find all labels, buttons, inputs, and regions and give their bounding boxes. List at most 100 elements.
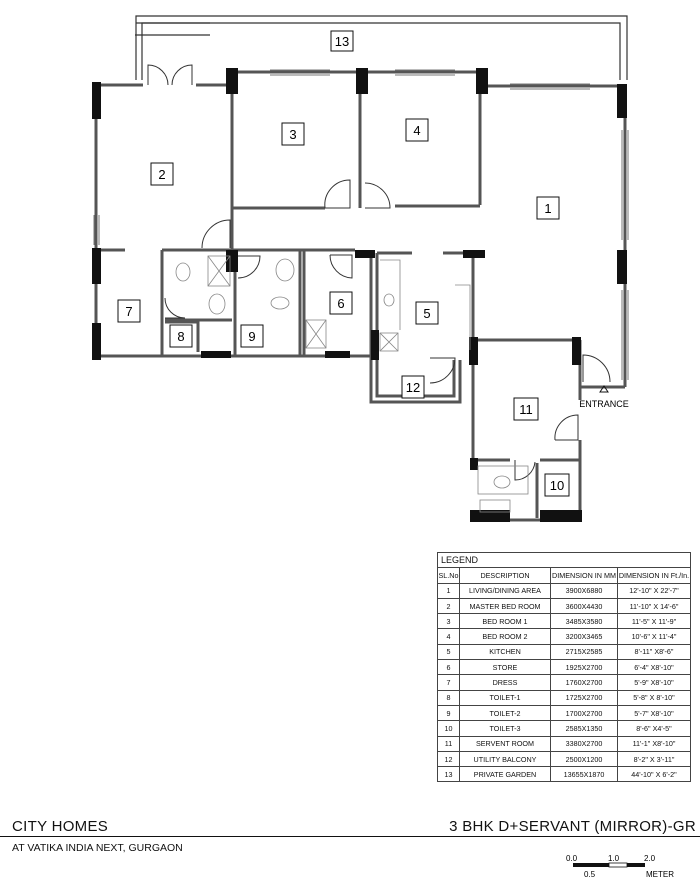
scale-bar: 0.0 1.0 2.0 0.5 METER bbox=[566, 854, 674, 879]
legend-description: BED ROOM 1 bbox=[459, 613, 551, 630]
room-label-6: 6 bbox=[329, 291, 353, 315]
doors bbox=[147, 64, 611, 481]
legend-dimension-ftin: 5'-9" X8'-10" bbox=[617, 674, 691, 691]
room-label-2: 2 bbox=[150, 162, 174, 186]
svg-text:7: 7 bbox=[125, 304, 132, 319]
legend-dimension-mm: 2715X2585 bbox=[550, 643, 618, 661]
scale-unit: METER bbox=[646, 870, 674, 879]
legend-slno: 8 bbox=[437, 689, 460, 706]
room-label-7: 7 bbox=[117, 299, 141, 323]
legend-slno: 5 bbox=[437, 643, 460, 661]
room-label-8: 8 bbox=[169, 324, 193, 348]
legend-dimension-mm: 3900X6880 bbox=[550, 582, 618, 599]
legend-dimension-mm: 1700X2700 bbox=[550, 704, 618, 722]
room-labels: 13 2 3 4 1 6 5 7 8 9 12 11 10 bbox=[117, 30, 570, 497]
unit-type-title: 3 BHK D+SERVANT (MIRROR)-GR bbox=[449, 818, 696, 835]
legend-dimension-mm: 2500X1200 bbox=[550, 750, 618, 768]
legend-dimension-mm: 3380X2700 bbox=[550, 735, 618, 752]
legend-dimension-ftin: 10'-6" X 11'-4" bbox=[617, 628, 691, 645]
scale-half: 0.5 bbox=[584, 870, 596, 879]
legend-header-ftin: DIMENSION IN Ft./In. bbox=[617, 567, 691, 584]
legend-description: TOILET-3 bbox=[459, 720, 551, 737]
legend-description: TOILET-2 bbox=[459, 704, 551, 722]
legend-dimension-ftin: 44'-10" X 6'-2" bbox=[617, 766, 691, 783]
room-label-5: 5 bbox=[415, 301, 439, 325]
room-label-12: 12 bbox=[401, 375, 425, 399]
svg-text:5: 5 bbox=[423, 306, 430, 321]
windows bbox=[93, 69, 629, 380]
svg-text:9: 9 bbox=[248, 329, 255, 344]
legend-dimension-ftin: 8'-6" X4'-5" bbox=[617, 720, 691, 737]
svg-text:8: 8 bbox=[177, 329, 184, 344]
legend-header-description: DESCRIPTION bbox=[459, 567, 551, 584]
svg-text:13: 13 bbox=[335, 34, 349, 49]
svg-text:6: 6 bbox=[337, 296, 344, 311]
project-title: CITY HOMES bbox=[12, 818, 109, 835]
room-label-9: 9 bbox=[240, 324, 264, 348]
legend-description: TOILET-1 bbox=[459, 689, 551, 706]
legend-dimension-ftin: 6'-4" X8'-10" bbox=[617, 659, 691, 676]
legend-slno: 12 bbox=[437, 750, 460, 768]
scale-tick-2: 2.0 bbox=[644, 854, 656, 863]
svg-text:10: 10 bbox=[550, 478, 564, 493]
legend-description: BED ROOM 2 bbox=[459, 628, 551, 645]
legend-header-row: SL.No DESCRIPTION DIMENSION IN MM DIMENS… bbox=[437, 567, 691, 584]
legend-description: MASTER BED ROOM bbox=[459, 597, 551, 615]
scale-tick-0: 0.0 bbox=[566, 854, 578, 863]
legend-dimension-mm: 1925X2700 bbox=[550, 659, 618, 676]
legend-dimension-mm: 13655X1870 bbox=[550, 766, 618, 783]
legend-description: SERVENT ROOM bbox=[459, 735, 551, 752]
room-label-11: 11 bbox=[513, 397, 539, 421]
room-label-4: 4 bbox=[405, 118, 429, 142]
entrance-label: ENTRANCE bbox=[579, 399, 629, 409]
project-location: AT VATIKA INDIA NEXT, GURGAON bbox=[12, 842, 183, 854]
legend-slno: 13 bbox=[437, 766, 460, 783]
legend-dimension-ftin: 5'-7" X8'-10" bbox=[617, 704, 691, 722]
legend-header-slno: SL.No bbox=[437, 567, 460, 584]
legend-description: STORE bbox=[459, 659, 551, 676]
legend-description: UTILITY BALCONY bbox=[459, 750, 551, 768]
scale-segment-a bbox=[573, 863, 609, 867]
room-label-1: 1 bbox=[536, 196, 560, 220]
legend-slno: 3 bbox=[437, 613, 460, 630]
legend-dimension-mm: 2585X1350 bbox=[550, 720, 618, 737]
legend-header-mm: DIMENSION IN MM bbox=[550, 567, 618, 584]
svg-text:4: 4 bbox=[413, 123, 420, 138]
legend-slno: 7 bbox=[437, 674, 460, 691]
room-label-13: 13 bbox=[330, 30, 354, 52]
legend-dimension-ftin: 8'-2" X 3'-11" bbox=[617, 750, 691, 768]
legend-dimension-mm: 1725X2700 bbox=[550, 689, 618, 706]
room-label-3: 3 bbox=[281, 122, 305, 146]
walls bbox=[93, 70, 627, 522]
scale-tick-1: 1.0 bbox=[608, 854, 620, 863]
legend-description: DRESS bbox=[459, 674, 551, 691]
fixtures bbox=[175, 255, 529, 513]
legend-slno: 1 bbox=[437, 582, 460, 599]
entrance-marker: ENTRANCE bbox=[579, 385, 629, 409]
private-garden-outline bbox=[135, 15, 628, 80]
legend-title: LEGEND bbox=[437, 551, 691, 569]
legend-slno: 2 bbox=[437, 597, 460, 615]
legend-dimension-ftin: 8'-11" X8'-6" bbox=[617, 643, 691, 661]
floor-plan: 13 2 3 4 1 6 5 7 8 9 12 11 10 ENTRANCE bbox=[92, 15, 629, 522]
legend-description: PRIVATE GARDEN bbox=[459, 766, 551, 783]
svg-text:12: 12 bbox=[406, 380, 420, 395]
legend-dimension-ftin: 12'-10" X 22'-7" bbox=[617, 582, 691, 599]
svg-text:2: 2 bbox=[158, 167, 165, 182]
svg-text:1: 1 bbox=[544, 201, 551, 216]
legend-dimension-mm: 1760X2700 bbox=[550, 674, 618, 691]
legend-slno: 9 bbox=[437, 704, 460, 722]
scale-segment-c bbox=[627, 863, 645, 867]
legend-slno: 6 bbox=[437, 659, 460, 676]
